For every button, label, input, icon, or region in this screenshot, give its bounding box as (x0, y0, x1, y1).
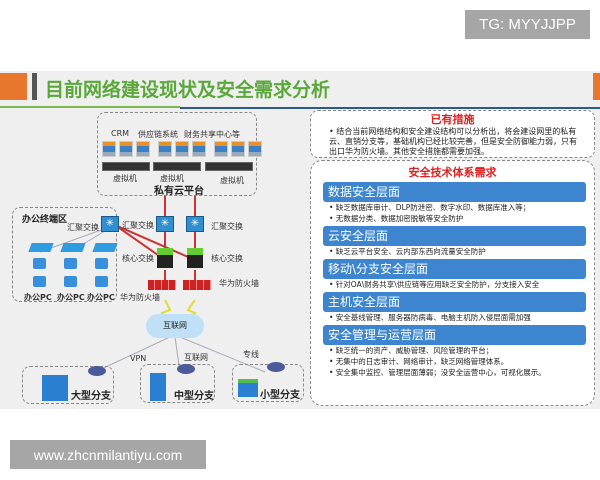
vm-icon (248, 141, 262, 157)
core-switch-label: 核心交换 (122, 254, 154, 263)
private-cloud-label: 私有云平台 (154, 186, 204, 197)
section-item: • 缺乏数据库审计、DLP防泄密、数字水印、数据库准入等； (329, 203, 531, 212)
link-label-internet: 互联网 (184, 353, 208, 362)
vm-icon (175, 141, 189, 157)
link-label-dedicated: 专线 (243, 350, 259, 359)
section-item: • 安全集中监控、管理层面薄弱；没安全运营中心，可视化展示。 (329, 368, 546, 377)
existing-measures-title: 已有措施 (430, 113, 475, 126)
switch-icon: ✳ (186, 216, 204, 232)
office-pc-label: 办公PC (87, 293, 115, 302)
pc-icon (64, 258, 77, 269)
firewall-icon (183, 280, 211, 290)
vm-row (102, 141, 262, 157)
app-label-crm: CRM (111, 129, 130, 138)
office-switches (28, 243, 118, 252)
core-switch-label: 核心交换 (211, 254, 243, 263)
vm-icon (231, 141, 245, 157)
section-header: 数据安全层面 (323, 182, 586, 202)
house-icon (238, 379, 258, 397)
existing-measures-text: • 结合当前网络结构和安全建设结构可以分析出，将会建设网里的私有云、直销分支等，… (329, 127, 577, 156)
section-item: • 缺乏统一的资产、威胁管理、风险管理的平台； (329, 346, 494, 355)
vm-icon (192, 141, 206, 157)
app-label-finance: 财务共享中心等 (184, 130, 240, 139)
branch-label: 中型分支 (174, 391, 214, 402)
vm-icon (136, 141, 150, 157)
server-icon (102, 162, 150, 171)
vm-icon (102, 141, 116, 157)
switch-icon: ✳ (156, 216, 174, 232)
pc-icon (33, 258, 46, 269)
vm-icon (158, 141, 172, 157)
branch-label: 小型分支 (260, 390, 300, 401)
core-switch-icon (157, 248, 173, 268)
building-icon (42, 375, 68, 401)
requirements-sections: 数据安全层面• 缺乏数据库审计、DLP防泄密、数字水印、数据库准入等； • 无数据… (311, 182, 594, 378)
title-underline-blue (180, 107, 600, 109)
agg-switch-label: 汇聚交换 (122, 221, 154, 230)
section-item: • 针对OA\财务共享\供应链等应用缺乏安全防护，分支接入安全 (329, 280, 540, 289)
office-pc-label: 办公PC (24, 293, 52, 302)
section-header: 安全管理与运营层面 (323, 325, 586, 345)
title-accent-right (593, 73, 600, 100)
server-icon (205, 162, 253, 171)
office-pc-label: 办公PC (57, 293, 85, 302)
title-accent-square (0, 73, 27, 100)
pc-icon (64, 276, 77, 287)
branch-label: 大型分支 (71, 391, 111, 402)
vm-icon (214, 141, 228, 157)
slide-title: 目前网络建设现状及安全需求分析 (45, 79, 331, 101)
vm-label: 虚拟机 (113, 174, 137, 183)
pc-icon (95, 276, 108, 287)
switch-icon: ✳ (101, 216, 119, 232)
firewall-label: 华为防火墙 (120, 293, 160, 302)
security-requirements-panel: 安全技术体系需求 数据安全层面• 缺乏数据库审计、DLP防泄密、数字水印、数据库… (310, 160, 595, 406)
section-header: 云安全层面 (323, 226, 586, 246)
branch-medium (140, 364, 215, 403)
core-switch-icon (187, 248, 203, 268)
title-accent-bar (32, 73, 37, 100)
router-icon (88, 366, 106, 376)
app-label-supply: 供应链系统 (138, 130, 178, 139)
section-item: • 安全基线管理、服务器防病毒、电脑主机防入侵层面需加强 (329, 313, 531, 322)
office-zone (12, 207, 117, 302)
title-underline-green (0, 106, 180, 108)
switch-icon (60, 243, 86, 252)
section-header: 主机安全层面 (323, 292, 586, 312)
switch-icon (28, 243, 54, 252)
server-icon (153, 162, 201, 171)
vm-icon (119, 141, 133, 157)
internet-cloud: 互联网 (146, 314, 204, 338)
firewall-label: 华为防火墙 (219, 279, 259, 288)
section-item: • 无数据分类、数据加密脱敏等安全防护 (329, 214, 464, 223)
router-icon (177, 364, 195, 374)
diagram-links (39, 195, 266, 373)
agg-switch-label: 汇聚交换 (211, 222, 243, 231)
office-pcs (33, 258, 108, 287)
switch-icon (92, 243, 118, 252)
vm-label: 虚拟机 (220, 176, 244, 185)
pc-icon (95, 258, 108, 269)
agg-switch-label: 汇聚交换 (67, 223, 99, 232)
branch-large (22, 366, 114, 404)
section-item: • 缺乏云平台安全、云内部东西向流量安全防护 (329, 247, 486, 256)
tg-badge: TG: MYYJJPP (465, 10, 590, 39)
vm-label: 虚拟机 (160, 174, 184, 183)
section-item: • 无集中的日志审计、网络审计，缺乏网络管理体系。 (329, 357, 509, 366)
firewall-icon (148, 280, 176, 290)
router-icon (267, 362, 285, 372)
building-icon (150, 373, 166, 401)
existing-measures-panel: 已有措施 • 结合当前网络结构和安全建设结构可以分析出，将会建设网里的私有云、直… (310, 110, 595, 158)
watermark: www.zhcnmilantiyu.com (10, 440, 206, 469)
section-header: 移动\分支安全层面 (323, 259, 586, 279)
pc-icon (33, 276, 46, 287)
office-zone-label: 办公终端区 (22, 215, 68, 225)
link-label-vpn: VPN (130, 354, 147, 363)
requirements-title: 安全技术体系需求 (408, 166, 497, 179)
